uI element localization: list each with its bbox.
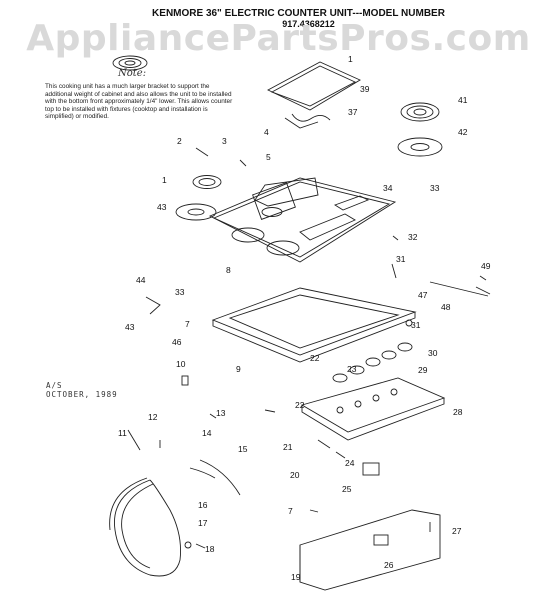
drip-bowl-43 (175, 203, 217, 221)
callout-40: 1 (348, 54, 353, 64)
switch-assembly (317, 439, 380, 476)
callout-9: 9 (236, 364, 241, 374)
callout-18: 18 (205, 544, 215, 554)
callout-10: 10 (176, 359, 186, 369)
callout-22-top: 22 (310, 353, 320, 363)
callout-5: 5 (266, 152, 271, 162)
side-rail-47 (429, 281, 491, 297)
revision-code: A/S (46, 381, 63, 390)
callout-43-top: 43 (157, 202, 167, 212)
control-knobs (332, 342, 413, 383)
callout-13: 13 (216, 408, 226, 418)
callout-27: 27 (452, 526, 462, 536)
callout-labels: 1 39 37 41 42 4 2 3 5 1 43 34 33 32 8 31… (118, 54, 491, 582)
callout-7: 7 (288, 506, 293, 516)
callout-39: 39 (360, 84, 370, 94)
callout-46: 46 (172, 337, 182, 347)
callout-2: 2 (177, 136, 182, 146)
callout-37: 37 (348, 107, 358, 117)
callout-44: 44 (136, 275, 146, 285)
wire-harness (109, 459, 241, 577)
callout-30: 30 (428, 348, 438, 358)
callout-4: 4 (264, 127, 269, 137)
surface-element-small-top (112, 55, 148, 71)
callout-14: 14 (202, 428, 212, 438)
callout-22: 22 (295, 400, 305, 410)
revision-month: OCTOBER, 1989 (46, 390, 118, 399)
callout-31-top: 31 (396, 254, 406, 264)
diagram-title: KENMORE 36" ELECTRIC COUNTER UNIT---MODE… (152, 8, 445, 19)
callout-17: 17 (198, 518, 208, 528)
callout-20: 20 (290, 470, 300, 480)
callout-42: 42 (458, 127, 468, 137)
callout-33: 33 (175, 287, 185, 297)
callout-34: 34 (383, 183, 393, 193)
cooktop-panel-8 (208, 177, 397, 263)
callout-33-top: 33 (430, 183, 440, 193)
mounting-bracket-26 (299, 509, 441, 591)
callout-31: 31 (411, 320, 421, 330)
callout-11: 11 (118, 428, 127, 438)
callout-32: 32 (408, 232, 418, 242)
element-assembly-39 (267, 61, 361, 129)
callout-41: 41 (458, 95, 468, 105)
callout-1: 1 (162, 175, 167, 185)
callout-23: 23 (347, 364, 357, 374)
callout-8: 8 (226, 265, 231, 275)
callout-24: 24 (345, 458, 355, 468)
callout-15: 15 (238, 444, 248, 454)
control-panel-28 (300, 377, 446, 441)
callout-12: 12 (148, 412, 158, 422)
callout-29: 29 (418, 365, 428, 375)
surface-element-41 (400, 102, 440, 122)
callout-47: 47 (418, 290, 428, 300)
receptacle-box-34 (254, 177, 319, 207)
callout-48: 48 (441, 302, 451, 312)
revision-date: A/S OCTOBER, 1989 (46, 381, 118, 399)
note-title: Note: (118, 68, 147, 79)
drip-bowl-42 (397, 137, 443, 157)
callout-43: 43 (125, 322, 135, 332)
callout-49: 49 (481, 261, 491, 271)
burner-box-9 (211, 287, 417, 363)
callout-21: 21 (283, 442, 293, 452)
callout-26: 26 (384, 560, 394, 570)
callout-7-mid: 7 (185, 319, 190, 329)
callout-19: 19 (291, 572, 301, 582)
surface-element-1 (192, 175, 222, 189)
model-number: 917.4368212 (282, 19, 335, 29)
callout-3: 3 (222, 136, 227, 146)
note-text: This cooking unit has a much larger brac… (45, 83, 233, 121)
callout-28: 28 (453, 407, 463, 417)
small-hardware (127, 147, 487, 549)
callout-16: 16 (198, 500, 208, 510)
callout-25: 25 (342, 484, 352, 494)
